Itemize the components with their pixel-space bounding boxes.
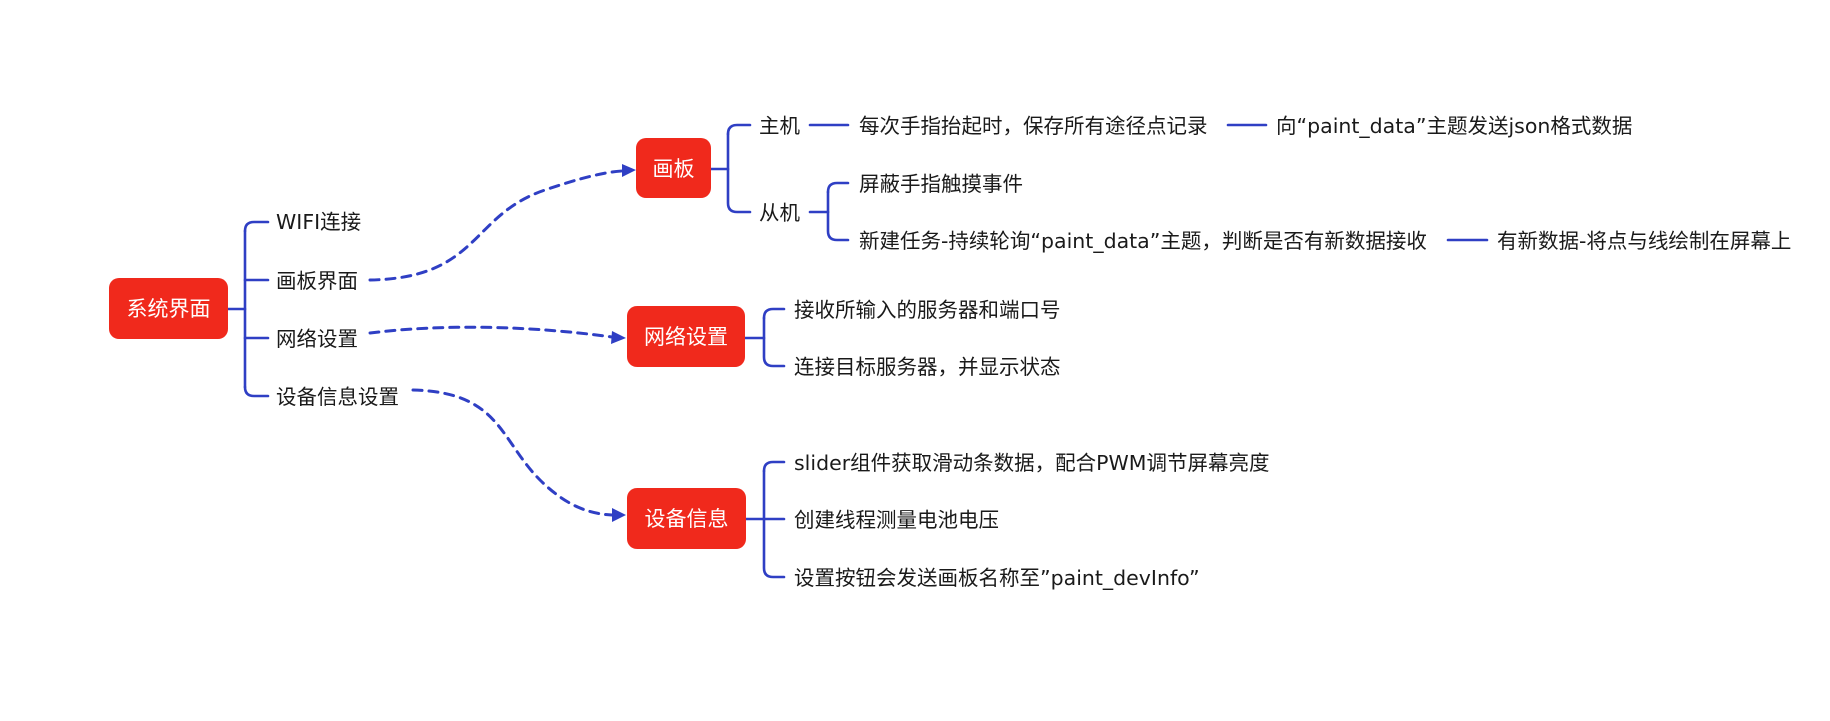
branch-wifi[interactable]: WIFI连接 [276, 210, 361, 234]
painter-host-result[interactable]: 向“paint_data”主题发送json格式数据 [1276, 114, 1632, 139]
root-connectors [226, 220, 270, 398]
painter-slave[interactable]: 从机 [759, 201, 800, 225]
root-label: 系统界面 [127, 297, 211, 321]
painter-host[interactable]: 主机 [759, 114, 800, 138]
arrow-painter [622, 164, 636, 177]
device-item-1[interactable]: slider组件获取滑动条数据，配合PWM调节屏幕亮度 [794, 451, 1269, 475]
link-network [368, 325, 614, 339]
painter-slave-item-2[interactable]: 新建任务-持续轮询“paint_data”主题，判断是否有新数据接收 [859, 229, 1427, 254]
network-connectors [743, 307, 786, 368]
network-item-1[interactable]: 接收所输入的服务器和端口号 [794, 298, 1061, 322]
device-label: 设备信息 [645, 507, 729, 531]
painter-label: 画板 [653, 157, 695, 181]
network-node[interactable]: 网络设置 [627, 306, 745, 367]
cross-links [368, 164, 636, 522]
painter-connectors [709, 123, 1489, 242]
device-item-3[interactable]: 设置按钮会发送画板名称至”paint_devInfo” [794, 566, 1200, 591]
painter-node[interactable]: 画板 [636, 138, 711, 198]
network-label: 网络设置 [644, 325, 728, 349]
link-device [411, 388, 614, 517]
device-node[interactable]: 设备信息 [627, 488, 746, 549]
arrow-device [612, 508, 626, 522]
device-connectors [744, 460, 786, 579]
painter-host-step[interactable]: 每次手指抬起时，保存所有途径点记录 [859, 114, 1208, 138]
painter-slave-result[interactable]: 有新数据-将点与线绘制在屏幕上 [1497, 229, 1791, 253]
branch-device-info[interactable]: 设备信息设置 [276, 385, 399, 409]
root-node[interactable]: 系统界面 [109, 278, 228, 339]
network-item-2[interactable]: 连接目标服务器，并显示状态 [794, 355, 1061, 379]
arrow-network [611, 331, 626, 344]
painter-slave-item-1[interactable]: 屏蔽手指触摸事件 [859, 172, 1023, 196]
branch-network[interactable]: 网络设置 [276, 327, 358, 351]
link-painter [368, 169, 624, 282]
branch-painter-ui[interactable]: 画板界面 [276, 269, 358, 293]
device-item-2[interactable]: 创建线程测量电池电压 [794, 508, 999, 532]
